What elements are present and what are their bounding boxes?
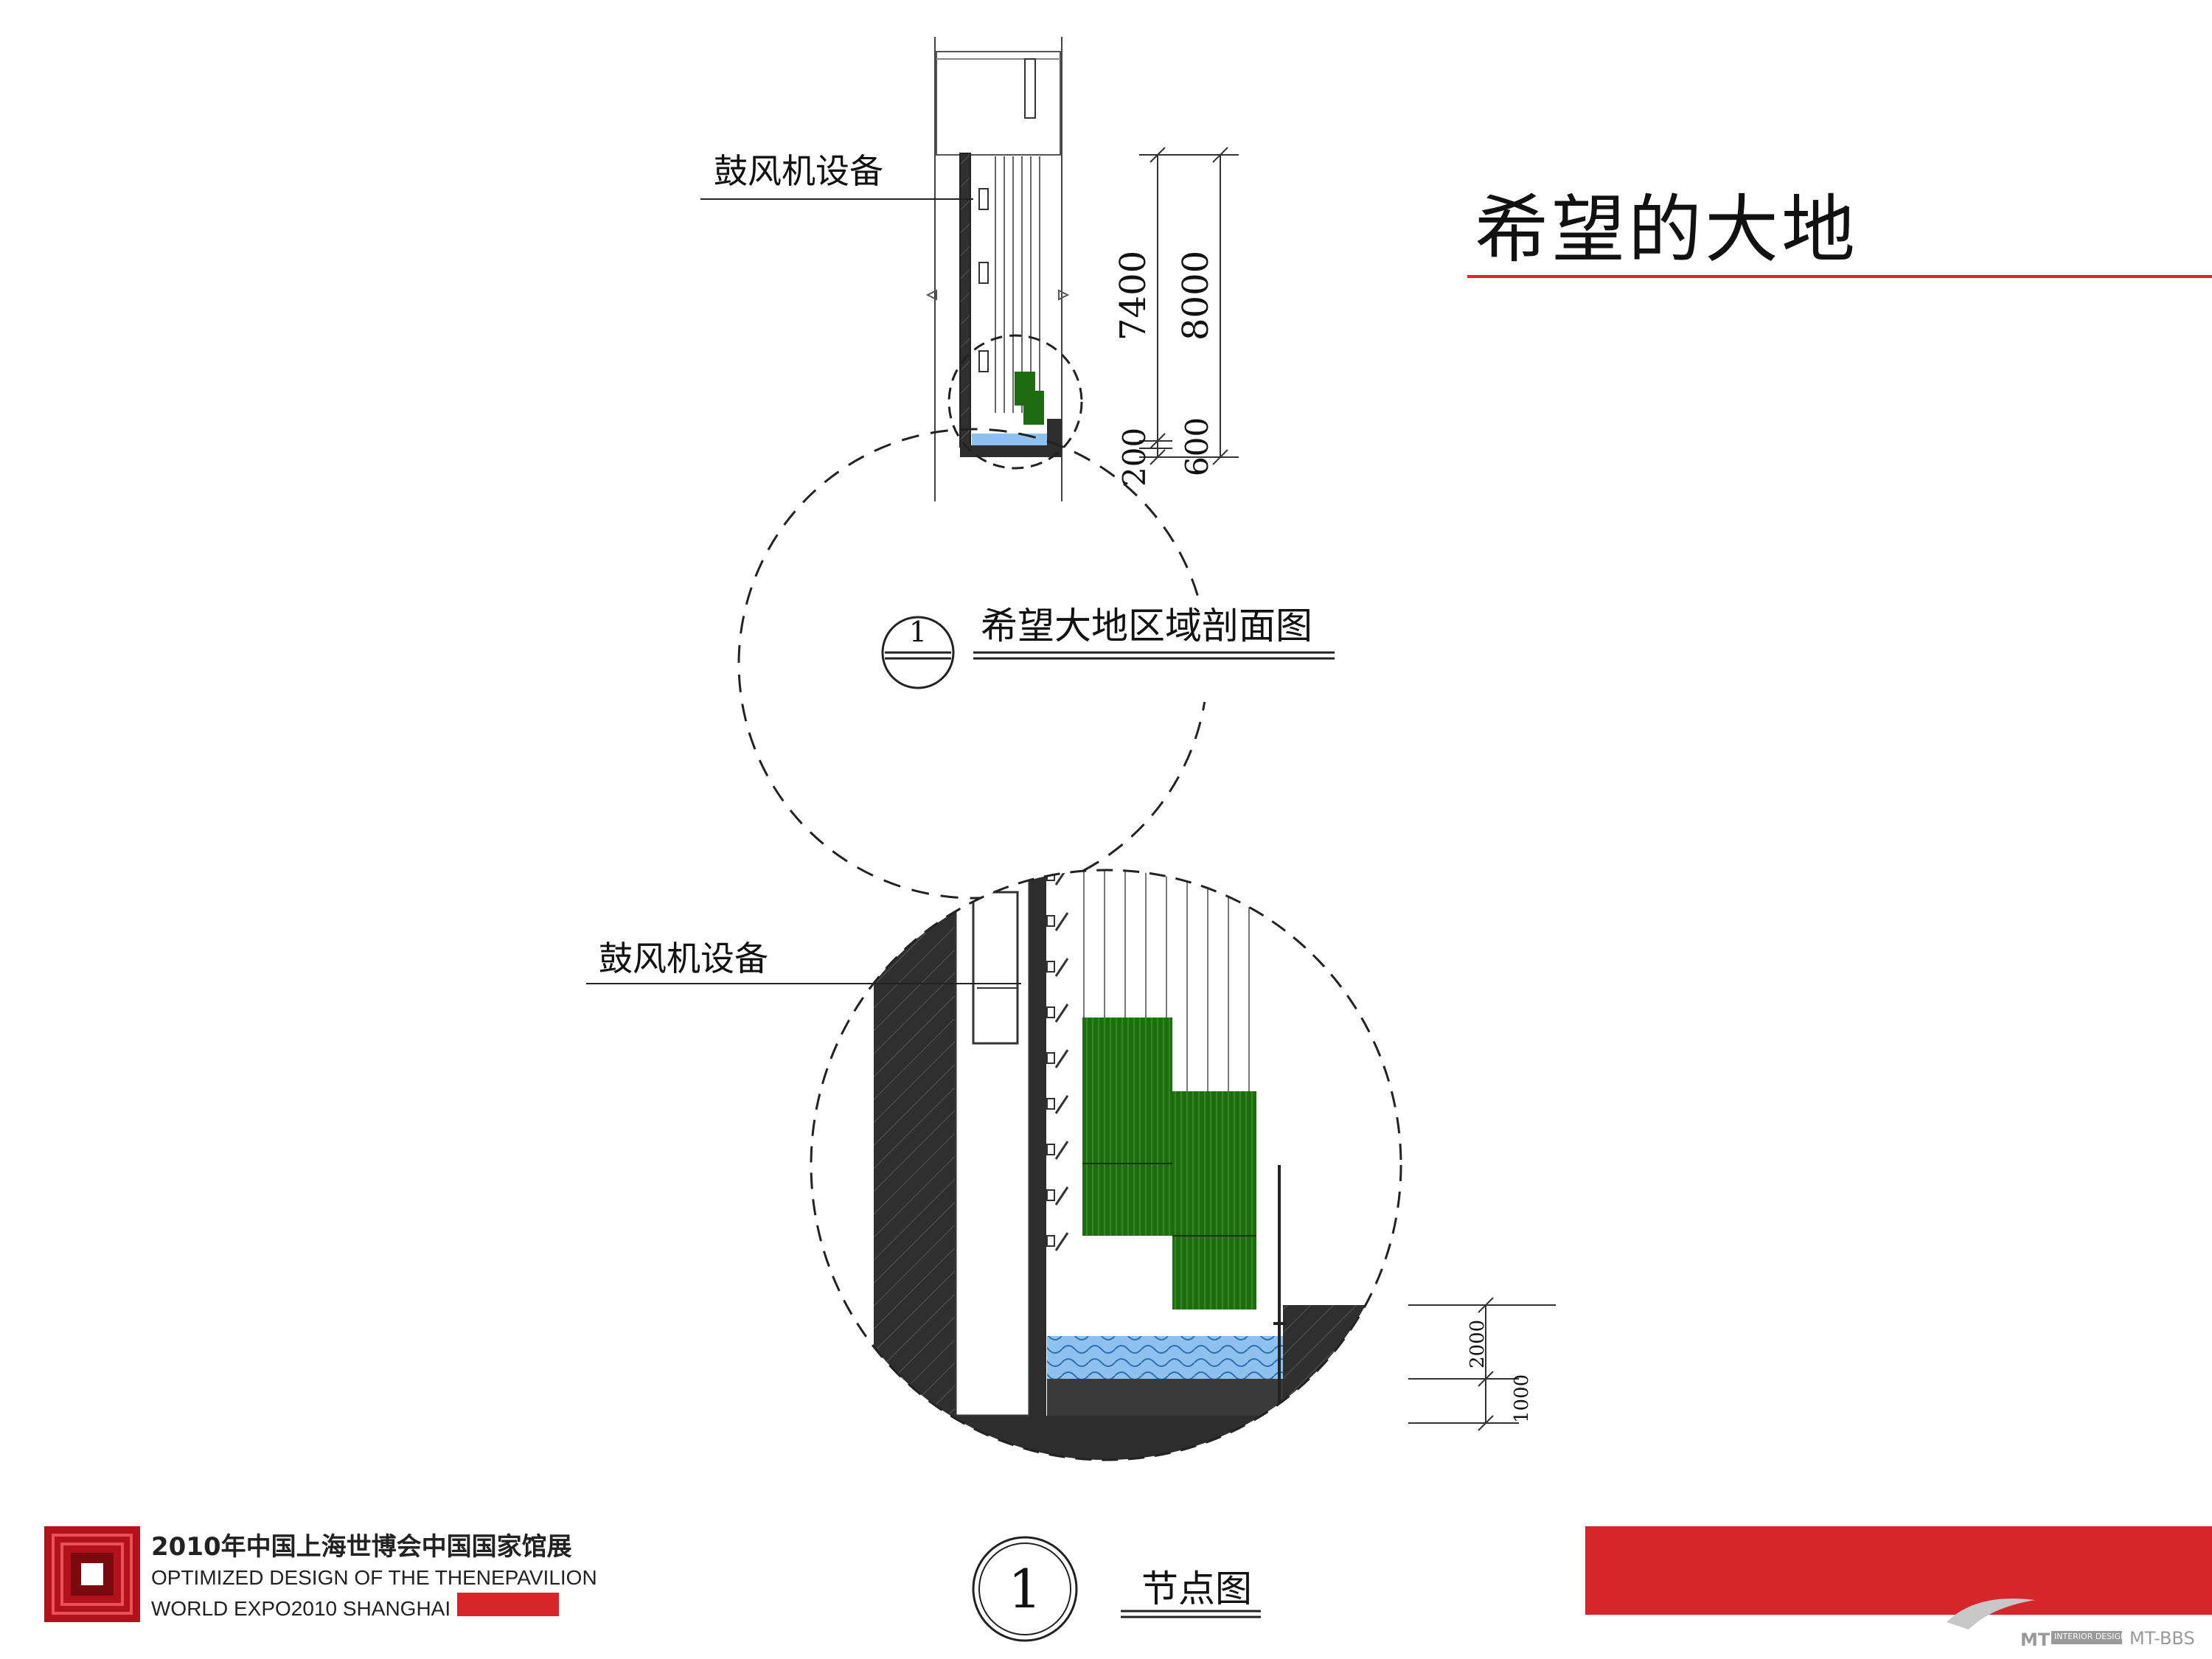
blower-label-detail: 鼓风机设备 xyxy=(599,939,768,978)
watermark-logo xyxy=(1947,1599,2122,1644)
dim-8000: 8000 xyxy=(1175,251,1217,341)
dim-7400: 7400 xyxy=(1113,251,1154,341)
footer-red-strip xyxy=(457,1593,559,1616)
section-marker xyxy=(881,616,1335,689)
footer-english-line2: WORLD EXPO2010 SHANGHAI xyxy=(151,1597,451,1620)
detail-drawing xyxy=(811,870,1401,1460)
accent-bar xyxy=(1585,1526,2212,1615)
section-drawing xyxy=(700,37,1083,501)
detail-dimensions xyxy=(1408,1297,1556,1431)
dimension-chain xyxy=(1139,147,1239,465)
dim-200: 200 xyxy=(1116,428,1152,487)
footer-chinese-title: 2010年中国上海世博会中国国家馆展 xyxy=(151,1532,572,1562)
watermark-brand: MT xyxy=(2020,1630,2051,1650)
dim-1000: 1000 xyxy=(1511,1374,1533,1423)
detail-circle xyxy=(810,869,1402,1461)
watermark-tag: INTERIOR DESIGN xyxy=(2054,1632,2127,1641)
blower-label-top: 鼓风机设备 xyxy=(714,151,883,191)
watermark-site: MT-BBS xyxy=(2129,1628,2195,1649)
expo-logo xyxy=(44,1526,140,1622)
detail-title: 节点图 xyxy=(1141,1568,1252,1610)
section-number: 1 xyxy=(909,616,927,648)
detail-number: 1 xyxy=(1008,1558,1042,1620)
footer-english-line1: OPTIMIZED DESIGN OF THE THENEPAVILION xyxy=(151,1566,597,1589)
dim-600: 600 xyxy=(1179,417,1215,476)
page-title: 希望的大地 xyxy=(1475,187,1858,273)
dim-2000: 2000 xyxy=(1467,1320,1489,1368)
detail-marker xyxy=(972,1536,1261,1642)
section-title: 希望大地区域剖面图 xyxy=(981,605,1312,647)
